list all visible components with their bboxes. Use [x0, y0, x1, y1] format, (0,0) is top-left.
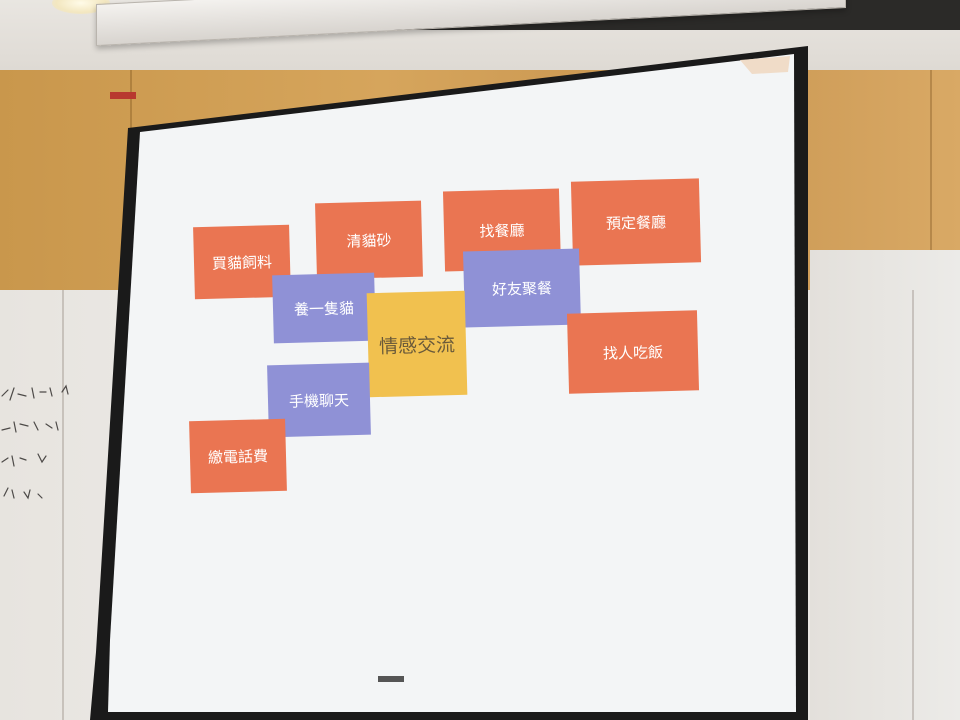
box-label: 預定餐廳 [605, 212, 667, 233]
whiteboard-seam [62, 290, 64, 720]
box-label: 養一隻貓 [293, 298, 355, 319]
box-pay-phone-bill: 繳電話費 [189, 418, 287, 494]
box-label: 繳電話費 [207, 446, 269, 467]
right-wall [810, 250, 960, 720]
box-raise-cat: 養一隻貓 [272, 272, 376, 344]
box-label: 好友聚餐 [491, 278, 553, 299]
box-label: 清貓砂 [346, 230, 392, 251]
box-book-restaurant: 預定餐廳 [570, 178, 702, 266]
wood-seam [930, 70, 932, 290]
center-label: 情感交流 [378, 333, 456, 358]
box-label: 買貓飼料 [211, 252, 273, 273]
box-label: 找人吃飯 [602, 342, 664, 363]
screen-pull-tab [378, 676, 404, 682]
box-label: 手機聊天 [288, 390, 350, 411]
box-friends-dinner: 好友聚餐 [463, 248, 581, 328]
screen-corner-mark [740, 56, 790, 74]
whiteboard-seam [912, 290, 914, 720]
box-label: 找餐廳 [479, 220, 525, 241]
box-clean-litter: 清貓砂 [315, 200, 423, 280]
box-find-dinner-mate: 找人吃飯 [566, 310, 700, 394]
housing-brand-label [110, 92, 136, 99]
ceiling-light [52, 0, 110, 14]
box-emotional-exchange: 情感交流 [366, 290, 468, 398]
